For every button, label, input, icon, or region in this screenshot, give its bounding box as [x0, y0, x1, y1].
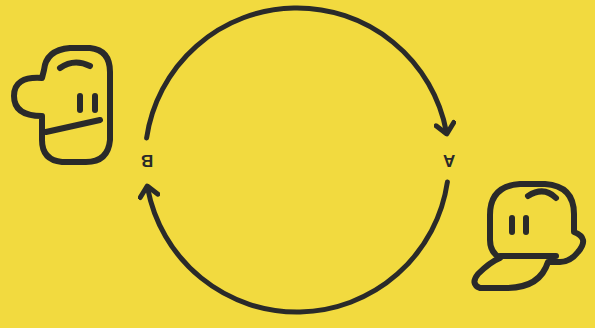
arc-arrow — [147, 8, 447, 138]
face-icon — [14, 48, 110, 162]
letter-node: A — [438, 148, 460, 172]
node-letter: B — [141, 152, 153, 169]
letter-node: B — [136, 148, 158, 172]
arc-arrow — [148, 182, 448, 312]
face-icon — [474, 184, 583, 288]
node-letter: A — [443, 152, 455, 169]
